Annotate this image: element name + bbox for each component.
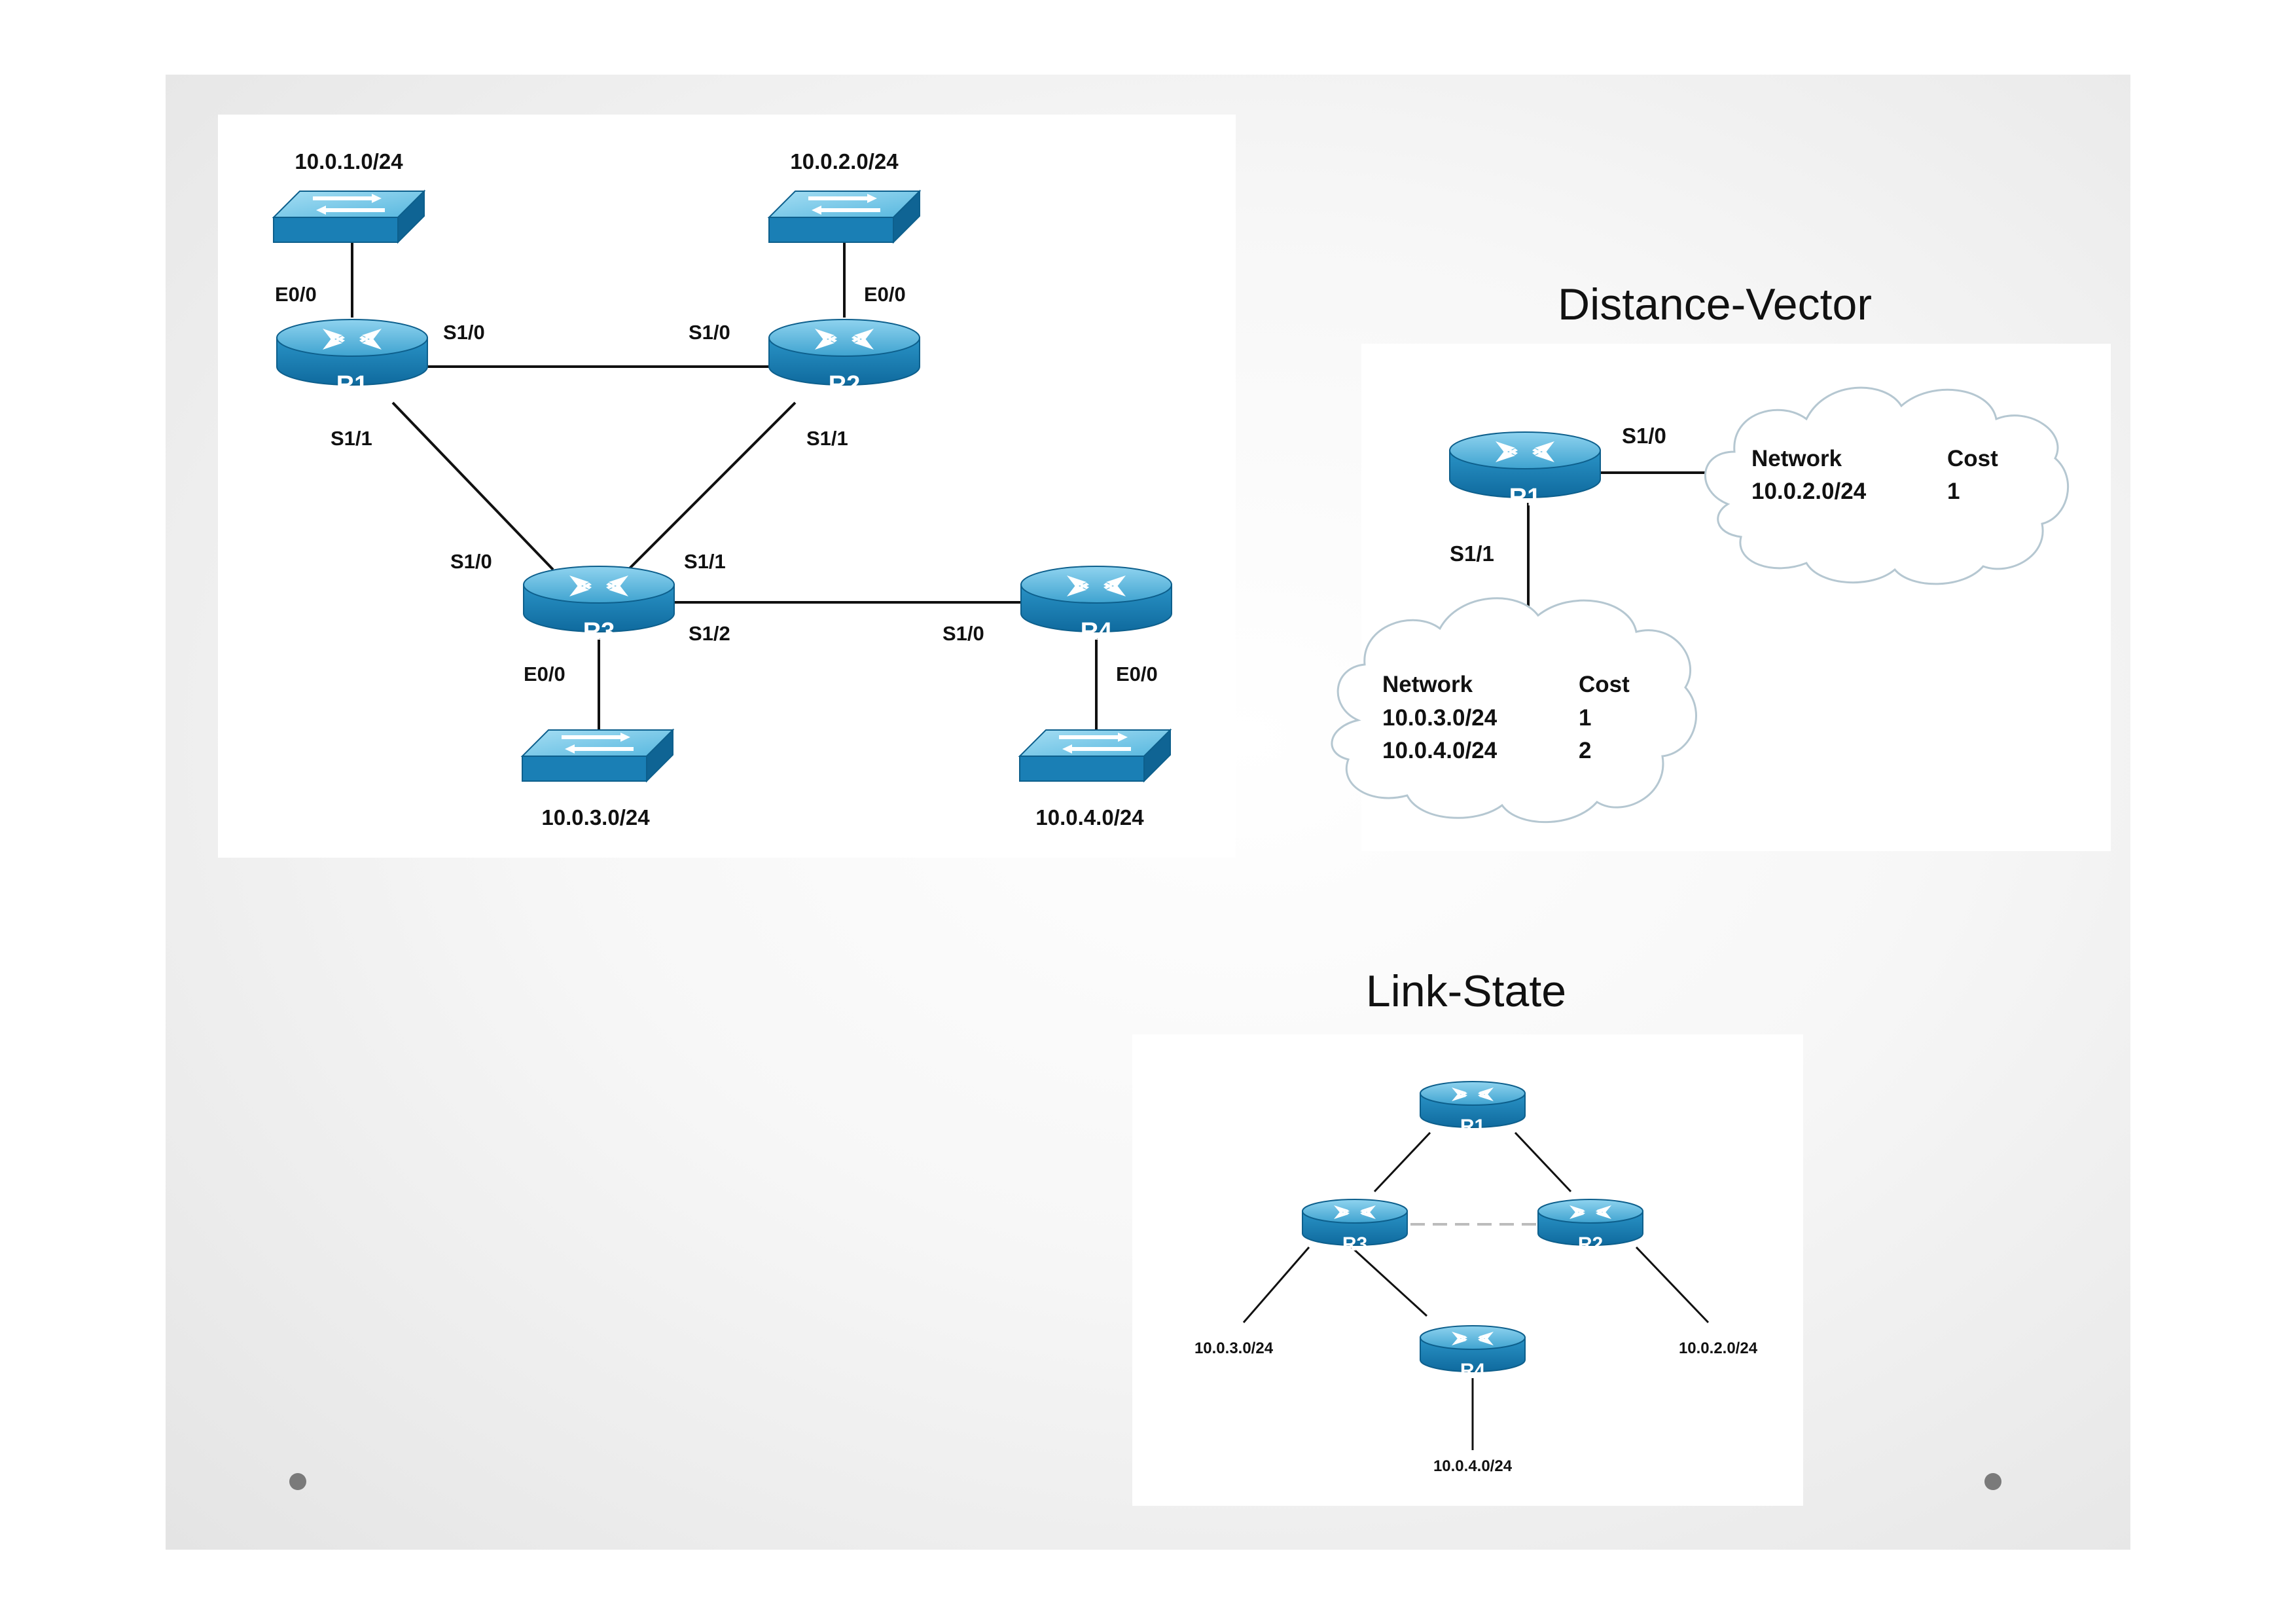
net4-label: 10.0.4.0/24 <box>1035 805 1144 830</box>
r1-e00-label: E0/0 <box>275 283 317 306</box>
ls-net4-label: 10.0.4.0/24 <box>1433 1457 1513 1475</box>
dv-s10-label: S1/0 <box>1622 424 1666 448</box>
net2-label: 10.0.2.0/24 <box>790 149 899 173</box>
dv-cloud-2 <box>1331 597 1697 824</box>
dv-cloud-1 <box>1704 386 2070 585</box>
dv-cloud1-row1-cost: 1 <box>1947 479 1960 504</box>
ls-router-r3-label: R3 <box>1342 1233 1367 1255</box>
dv-cloud1-row1-network: 10.0.2.0/24 <box>1751 479 1867 504</box>
router-r4-label: R4 <box>1081 618 1113 646</box>
switch-net4-icon <box>1019 729 1171 782</box>
ls-router-r4-label: R4 <box>1460 1360 1486 1381</box>
dv-cloud2-row2-network: 10.0.4.0/24 <box>1382 738 1498 763</box>
r2-e00-label: E0/0 <box>864 283 906 306</box>
router-r1-label: R1 <box>336 371 368 399</box>
dv-cloud1-cost-header: Cost <box>1947 446 1998 471</box>
switch-net3-icon <box>522 729 673 782</box>
r3-s12-label: S1/2 <box>689 622 730 645</box>
dv-cloud2-network-header: Network <box>1382 672 1473 697</box>
topology-links <box>351 242 1098 730</box>
dv-cloud2-row2-cost: 2 <box>1579 738 1591 763</box>
switch-net2-icon <box>768 191 920 243</box>
r1-s11-label: S1/1 <box>331 427 372 450</box>
dv-s11-label: S1/1 <box>1450 541 1494 566</box>
r4-s10-label: S1/0 <box>942 622 984 645</box>
r4-e00-label: E0/0 <box>1116 663 1158 685</box>
net3-label: 10.0.3.0/24 <box>541 805 650 830</box>
r1-s10-label: S1/0 <box>443 321 485 344</box>
dv-router-r1-label: R1 <box>1509 484 1541 511</box>
r3-s11-label: S1/1 <box>684 550 726 573</box>
dv-cloud2-cost-header: Cost <box>1579 672 1630 697</box>
ls-net2-label: 10.0.2.0/24 <box>1679 1340 1758 1357</box>
distance-vector-title: Distance-Vector <box>1558 280 1872 329</box>
router-r2-label: R2 <box>829 371 861 399</box>
switch-net1-icon <box>273 191 425 243</box>
dv-cloud1-network-header: Network <box>1751 446 1842 471</box>
slide-bullet-left <box>289 1473 306 1490</box>
ls-links <box>1242 1131 1710 1450</box>
slide-bullet-right <box>1984 1473 2001 1490</box>
dv-cloud2-row1-cost: 1 <box>1579 705 1591 731</box>
net1-label: 10.0.1.0/24 <box>295 149 403 173</box>
dv-cloud2-row1-network: 10.0.3.0/24 <box>1382 705 1498 731</box>
r3-e00-label: E0/0 <box>524 663 565 685</box>
ls-router-r2-label: R2 <box>1578 1233 1603 1255</box>
r2-s11-label: S1/1 <box>806 427 848 450</box>
r3-s10-label: S1/0 <box>450 550 492 573</box>
link-state-title: Link-State <box>1366 966 1566 1016</box>
ls-router-r1-label: R1 <box>1460 1116 1485 1137</box>
ls-net3-label: 10.0.3.0/24 <box>1194 1340 1274 1357</box>
r2-s10-label: S1/0 <box>689 321 730 344</box>
router-r3-label: R3 <box>583 618 615 646</box>
dv-links <box>1527 471 1705 612</box>
